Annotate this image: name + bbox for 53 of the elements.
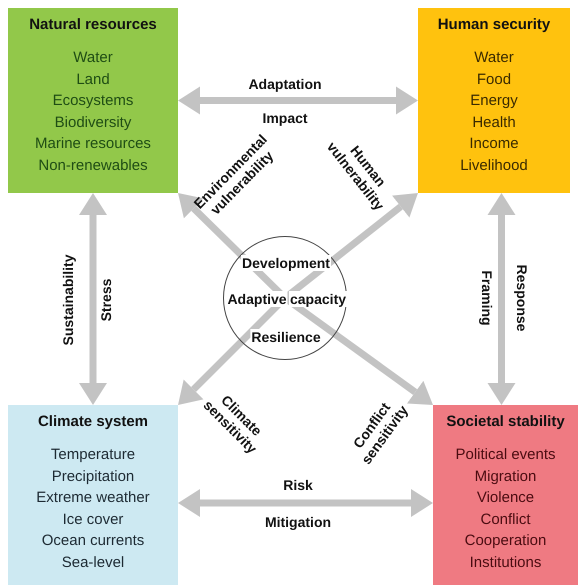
list-item: Political events	[455, 445, 556, 465]
list-item: Land	[76, 70, 110, 90]
list-item: Precipitation	[52, 466, 134, 486]
list-item: Energy	[470, 91, 518, 111]
arrow	[178, 86, 418, 114]
box-heading: Climate system	[38, 413, 148, 430]
list-item: Water	[474, 48, 514, 68]
list-item: Ice cover	[62, 510, 124, 530]
arrow-label: Mitigation	[264, 514, 332, 530]
arrow-label: Stress	[98, 278, 114, 322]
list-item: Institutions	[470, 552, 542, 572]
list-item: Biodiversity	[54, 112, 132, 132]
list-item: Ecosystems	[52, 91, 134, 111]
list-item: Income	[469, 134, 519, 154]
list-item: Livelihood	[460, 156, 528, 176]
list-item: Cooperation	[464, 531, 546, 551]
box-heading: Human security	[438, 16, 550, 33]
category-box	[418, 8, 570, 193]
category-box	[433, 405, 578, 585]
arrow	[178, 489, 433, 517]
list-item: Marine resources	[35, 134, 151, 154]
box-heading: Societal stability	[446, 413, 565, 430]
list-item: Health	[472, 112, 516, 132]
circle-label: Adaptive	[226, 291, 288, 307]
edge-label: Adaptation	[248, 76, 322, 92]
edge-label: Response	[514, 264, 530, 332]
circle-label: Development	[241, 255, 331, 271]
circle	[223, 236, 347, 360]
arrow-label: Framing	[479, 270, 495, 326]
edge-label: Risk	[283, 477, 313, 493]
list-item: Extreme weather	[36, 488, 150, 508]
arrow	[79, 193, 107, 405]
list-item: Water	[73, 48, 113, 68]
arrow	[488, 193, 516, 405]
edge-label: Sustainability	[60, 254, 76, 346]
list-item: Ocean currents	[42, 531, 144, 551]
arrow	[332, 193, 418, 262]
list-item: Migration	[474, 466, 536, 486]
list-item: Food	[476, 70, 512, 90]
arrow-label: Impact	[262, 110, 308, 126]
box-heading: Natural resources	[29, 16, 157, 33]
arrow	[333, 331, 433, 405]
list-item: Sea-level	[62, 552, 124, 572]
list-item: Conflict	[480, 510, 531, 530]
list-item: Violence	[476, 488, 534, 508]
category-box	[8, 8, 178, 193]
arrow	[178, 339, 244, 405]
list-item: Temperature	[50, 445, 136, 465]
arrow	[178, 193, 244, 258]
list-item: Non-renewables	[38, 156, 148, 176]
circle-label: Resilience	[250, 329, 322, 345]
category-box	[8, 405, 178, 585]
circle-label: capacity	[288, 291, 348, 307]
